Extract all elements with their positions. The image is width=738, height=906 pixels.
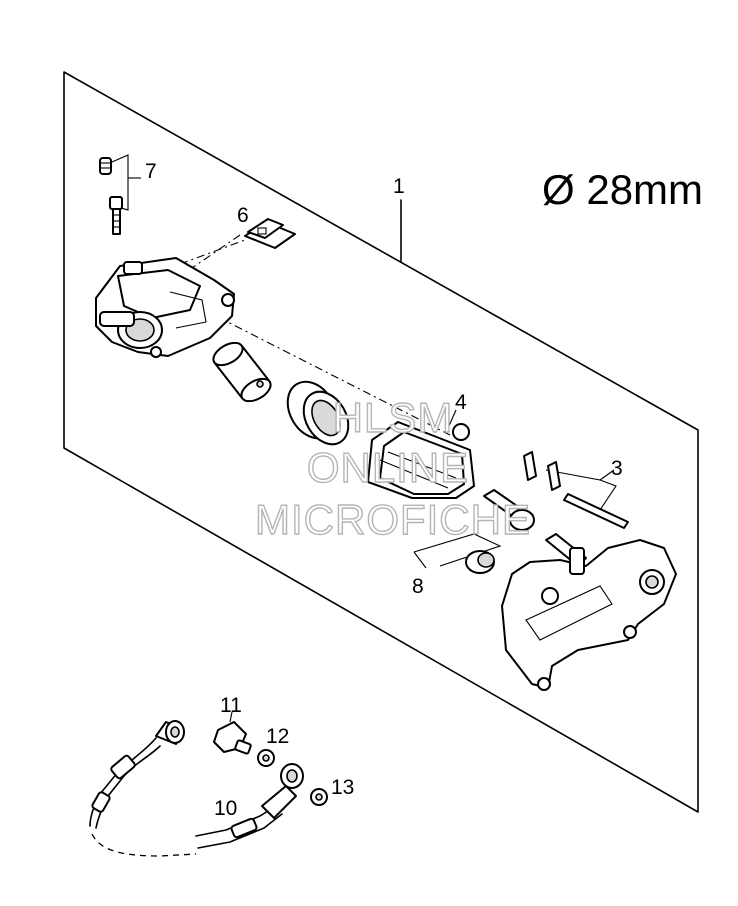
callout-13: 13 [331, 776, 354, 799]
washer-12 [257, 749, 275, 767]
banjo-bolt [213, 721, 252, 755]
slider-pin-group [413, 489, 535, 574]
bleed-screw-group [99, 157, 123, 235]
spring-clip [244, 218, 296, 249]
callout-6: 6 [237, 204, 249, 227]
leader-3 [599, 469, 615, 481]
pad-pin-group [523, 451, 629, 529]
callout-4: 4 [455, 391, 467, 414]
leader-4 [447, 409, 457, 429]
assembly-panel [63, 71, 699, 813]
watermark-line1: HLSM [333, 394, 454, 441]
callout-1: 1 [393, 175, 405, 198]
leader-8 [413, 551, 427, 569]
washer-13 [310, 788, 328, 806]
piston [212, 341, 272, 403]
caliper-bracket [501, 533, 677, 691]
brake-hose [89, 720, 304, 857]
bracket-3 [545, 469, 617, 517]
watermark-line2: ONLINE [307, 444, 469, 491]
caliper-body [95, 257, 235, 358]
diameter-label: Ø 28mm [542, 166, 703, 213]
callout-10: 10 [214, 797, 237, 820]
callout-11: 11 [220, 694, 242, 717]
brake-pads [367, 421, 475, 499]
clip-centerline [179, 239, 246, 265]
leader-11 [229, 711, 233, 723]
assembly-centerline [158, 234, 451, 436]
callout-3: 3 [611, 457, 623, 480]
callout-12: 12 [266, 725, 289, 748]
watermark-line3: MICROFICHE [255, 496, 531, 543]
callout-7: 7 [145, 160, 157, 183]
dust-seal [286, 380, 350, 446]
callout-8: 8 [412, 575, 424, 598]
